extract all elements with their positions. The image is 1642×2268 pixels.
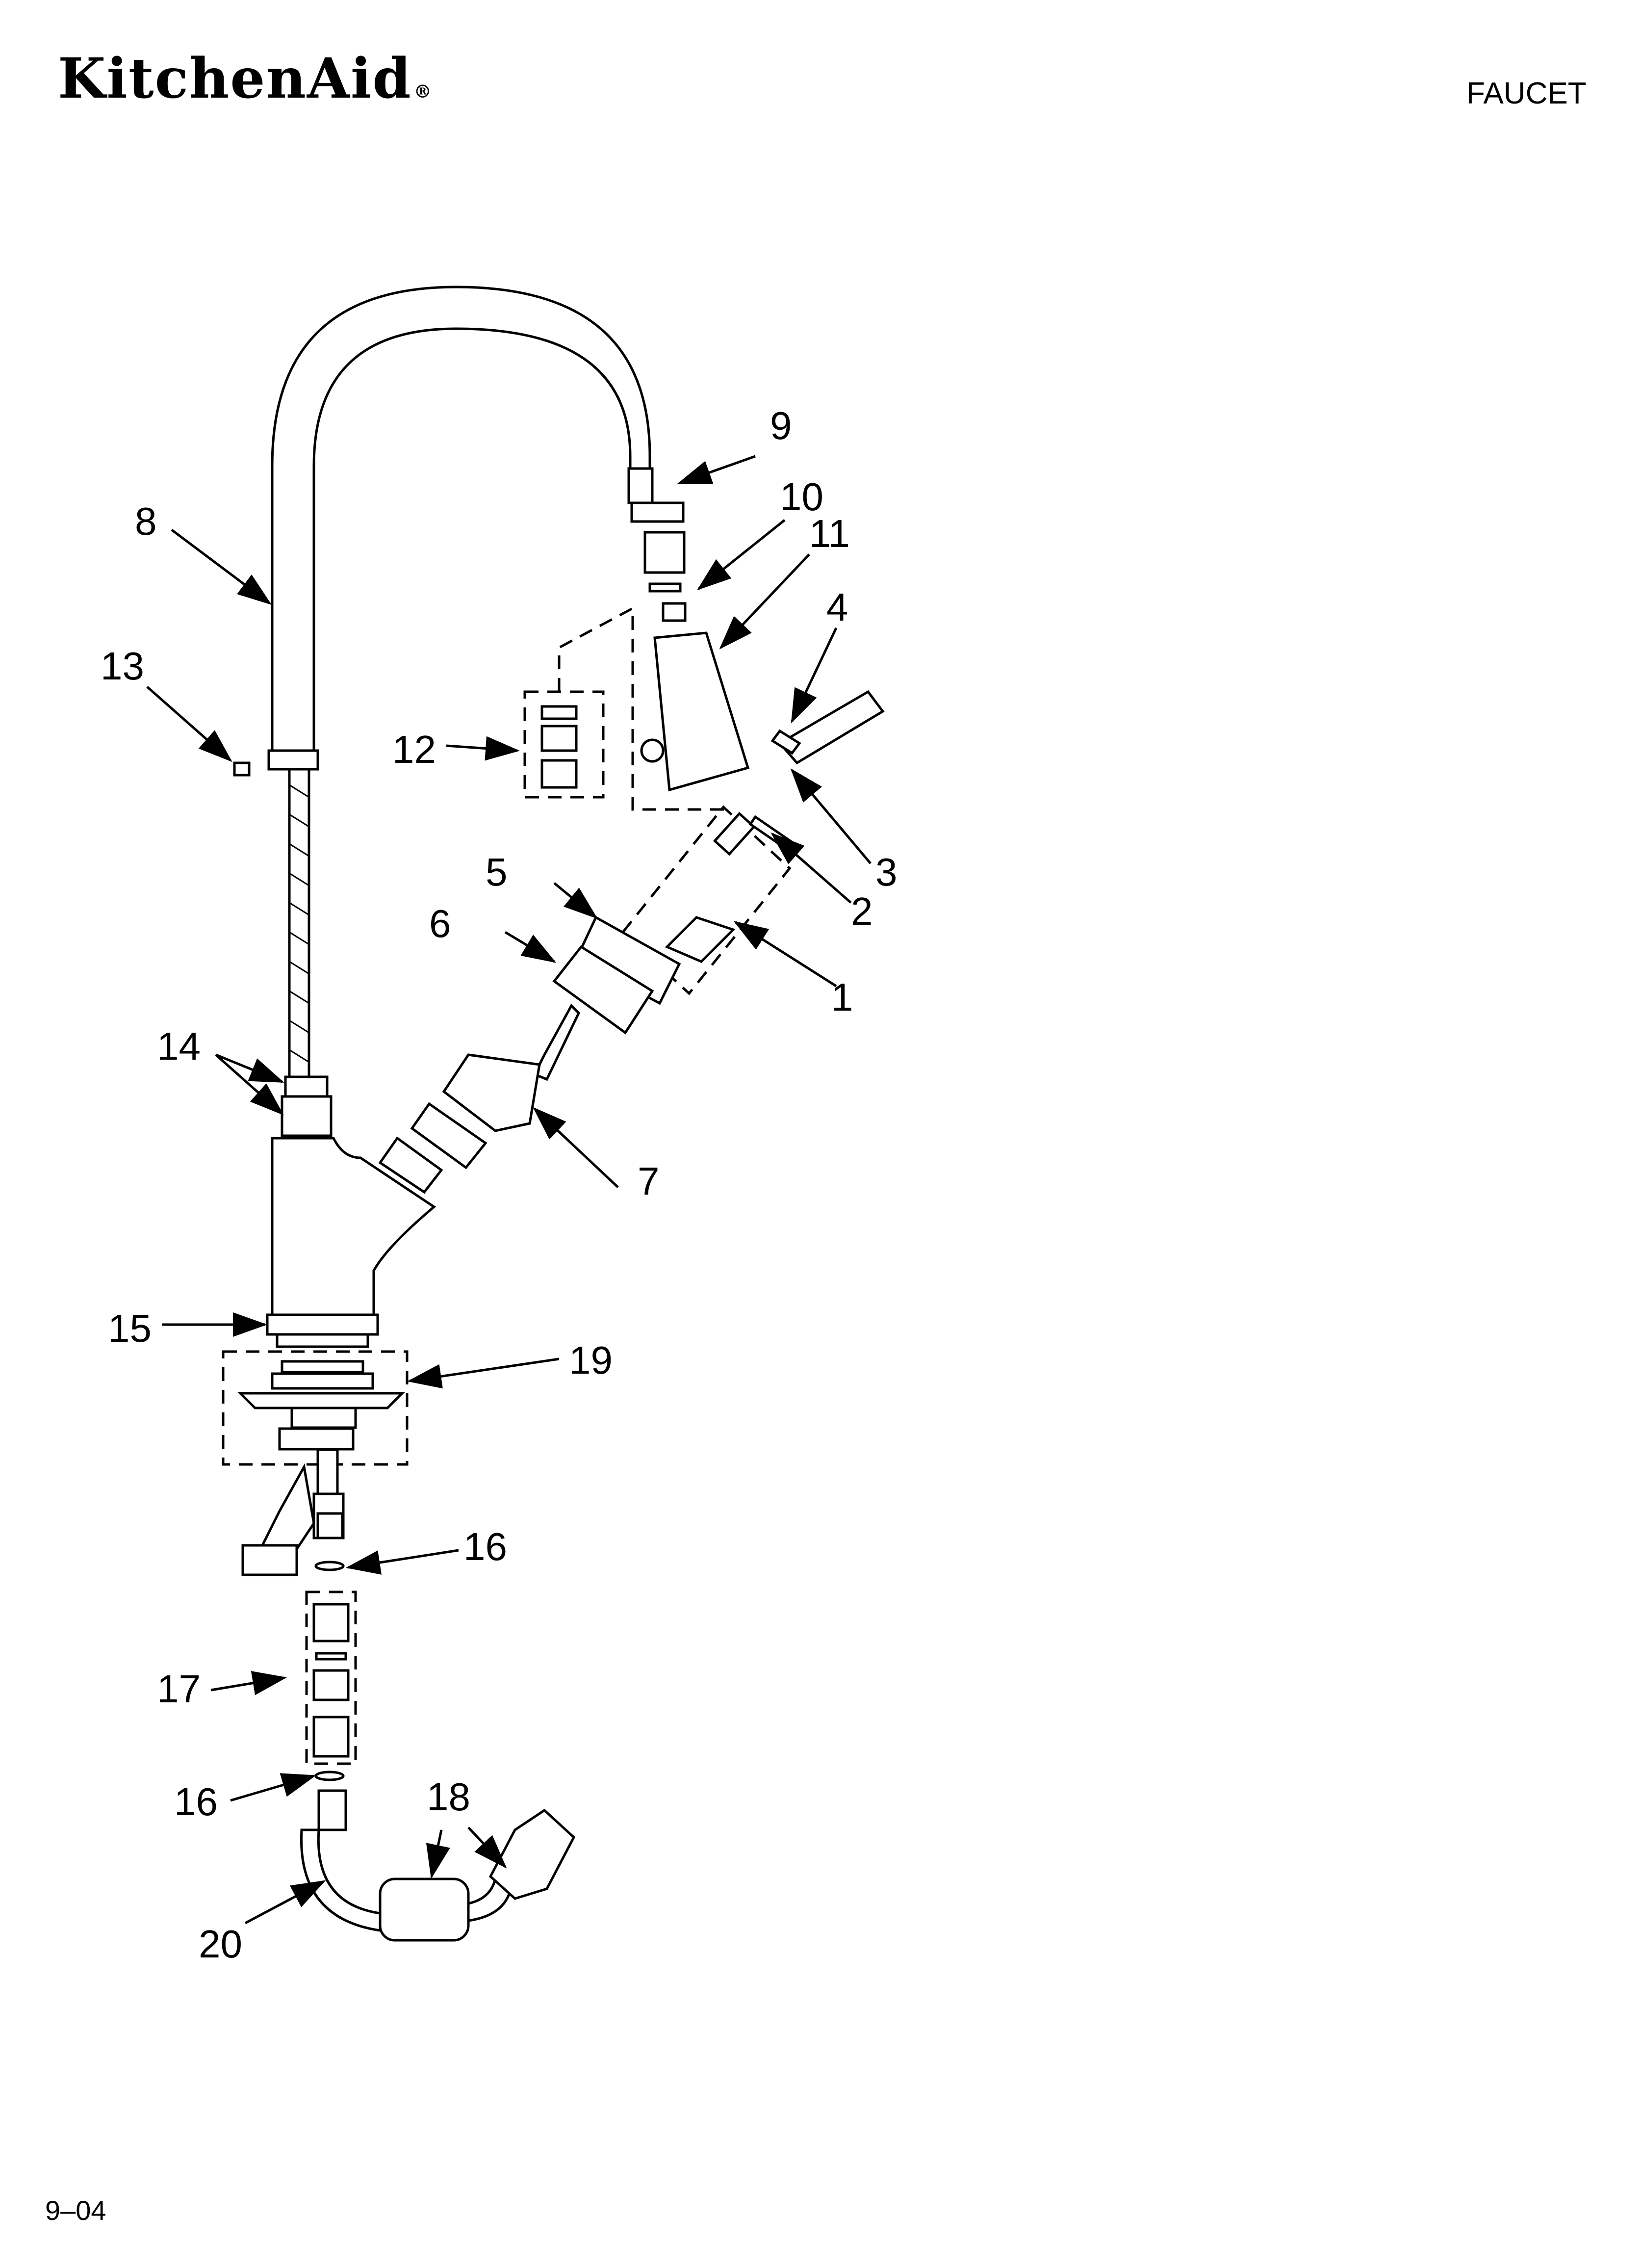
brand-name: KitchenAid xyxy=(58,47,412,111)
leader-arrows xyxy=(146,455,872,1925)
spout-tip-part xyxy=(627,467,654,504)
callout-4: 4 xyxy=(826,585,848,629)
small-screw-part xyxy=(233,761,251,777)
callout-5: 5 xyxy=(486,850,508,894)
callout-14: 14 xyxy=(157,1024,201,1068)
callout-8: 8 xyxy=(135,499,157,543)
set-screw-part xyxy=(770,729,801,755)
callout-16-lower: 16 xyxy=(174,1780,218,1824)
cartridge-part xyxy=(552,945,654,1035)
callout-20: 20 xyxy=(199,1922,242,1966)
handle-part xyxy=(778,690,885,765)
o-ring-part xyxy=(314,1771,345,1781)
callout-2: 2 xyxy=(851,889,873,933)
callout-15: 15 xyxy=(108,1306,152,1350)
callout-18: 18 xyxy=(427,1775,470,1819)
faucet-body xyxy=(271,1137,436,1316)
callout-1: 1 xyxy=(831,975,853,1019)
hose-end-fitting xyxy=(317,1789,347,1831)
spray-head-connector xyxy=(643,531,686,574)
callout-9: 9 xyxy=(770,404,792,447)
callout-11: 11 xyxy=(809,512,850,555)
callout-7: 7 xyxy=(638,1159,660,1203)
coupling-part xyxy=(284,1075,329,1098)
hose-weight-part xyxy=(379,1877,470,1942)
check-valve-kit-group xyxy=(305,1590,357,1765)
base-ring-part xyxy=(266,1313,379,1336)
callout-10: 10 xyxy=(780,475,823,519)
spout-base-collar xyxy=(267,749,319,771)
callout-16-upper: 16 xyxy=(463,1525,507,1568)
callout-12: 12 xyxy=(392,728,436,771)
callout-17: 17 xyxy=(157,1667,201,1711)
section-title: FAUCET xyxy=(1466,77,1587,110)
kitchenaid-logo: KitchenAid® xyxy=(58,52,433,106)
hose-connector-part xyxy=(488,1808,576,1900)
o-ring-part xyxy=(314,1561,345,1571)
registered-mark: ® xyxy=(413,81,433,102)
valve-body-part xyxy=(378,1053,541,1194)
supply-hose-ends xyxy=(241,1463,345,1576)
callout-6: 6 xyxy=(429,902,451,945)
mounting-kit-group xyxy=(222,1350,409,1466)
spout-part xyxy=(271,286,651,759)
hose-part xyxy=(300,1828,382,1932)
callout-3: 3 xyxy=(875,850,898,894)
callout-19: 19 xyxy=(569,1338,613,1382)
date-code: 9–04 xyxy=(45,2195,106,2226)
spray-head-part xyxy=(653,631,750,792)
callout-13: 13 xyxy=(101,644,144,688)
